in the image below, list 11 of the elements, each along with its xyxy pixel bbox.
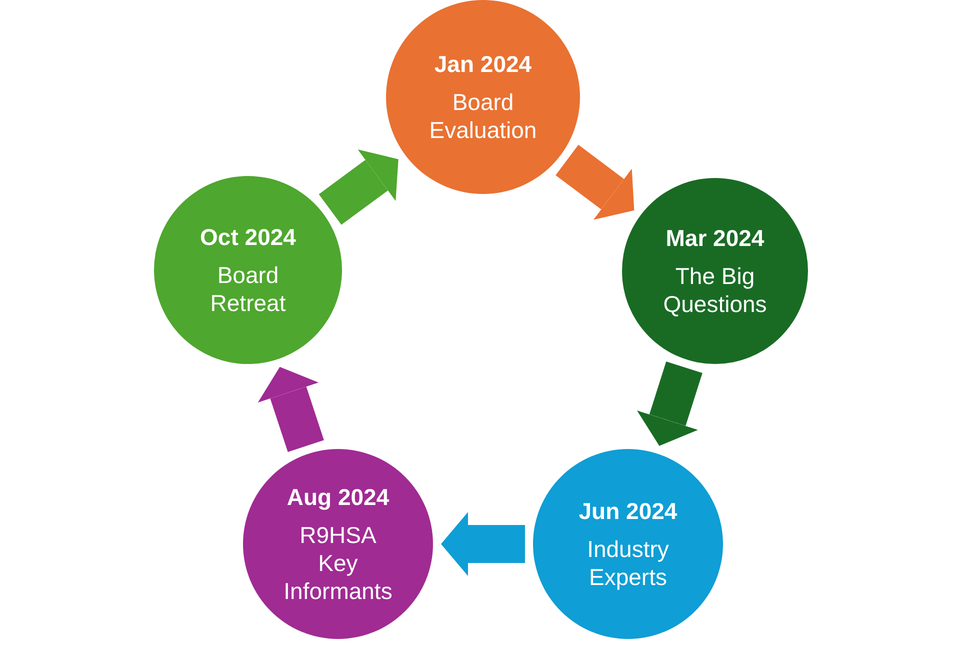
milestone-label: R9HSA Key Informants <box>282 521 394 605</box>
milestone-label: Industry Experts <box>586 535 670 591</box>
milestone-label: Board Retreat <box>209 261 287 317</box>
milestone-label: Board Evaluation <box>428 88 538 144</box>
date-heading: Aug 2024 <box>286 483 390 511</box>
date-heading: Oct 2024 <box>200 223 296 251</box>
date-heading: Jan 2024 <box>434 50 532 78</box>
date-heading: Jun 2024 <box>578 497 678 525</box>
block-arrow <box>441 512 525 576</box>
milestone-label: The Big Questions <box>662 262 768 318</box>
date-heading: Mar 2024 <box>666 224 764 252</box>
